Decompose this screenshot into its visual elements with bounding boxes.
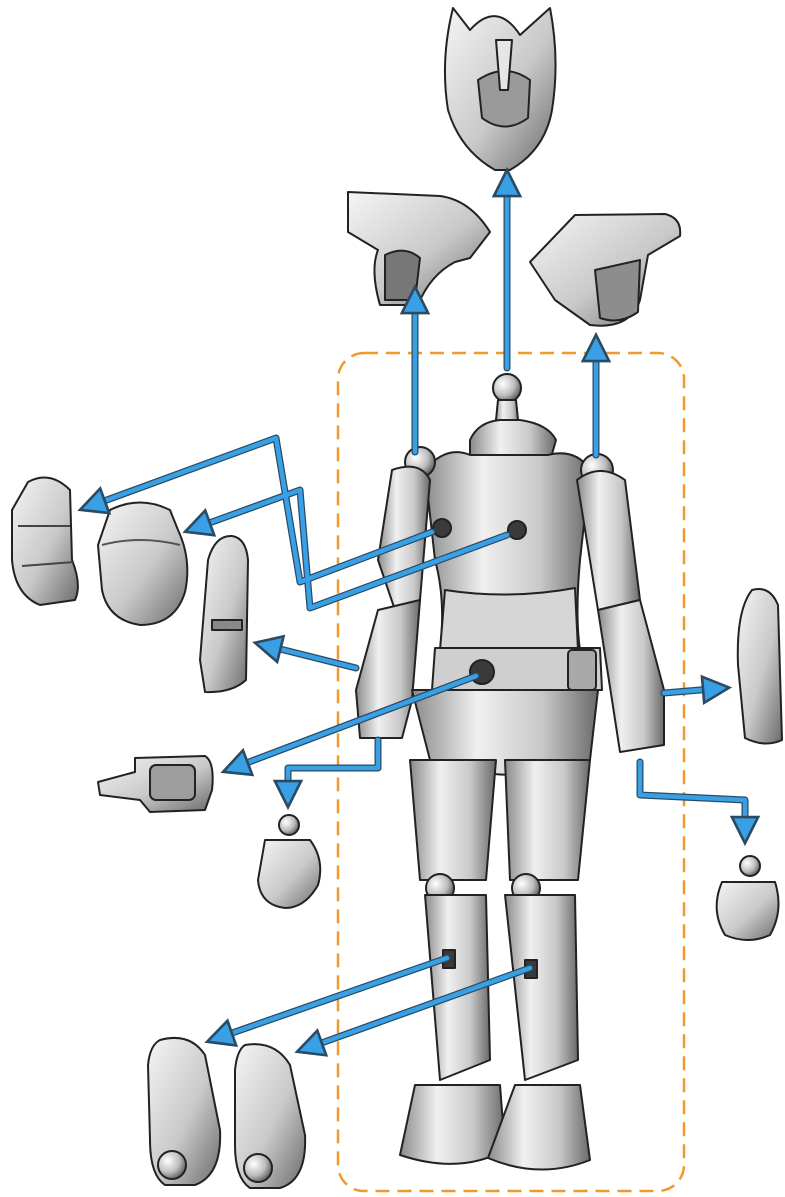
arrow-shin-a [212,958,447,1040]
shin-guard-b[interactable] [235,1044,305,1188]
belt-buckle[interactable] [98,756,213,812]
arrow-forearm-left [260,644,356,668]
upper-arm-armor-b[interactable] [98,503,187,626]
forearm-guard-left[interactable] [200,536,248,692]
arrow-shin-b [302,968,530,1050]
left-shoulder-pad[interactable] [348,192,490,305]
right-hand[interactable] [717,856,779,940]
forearm-guard-right[interactable] [738,589,782,744]
right-shoulder-pad[interactable] [530,214,680,326]
shin-guard-a[interactable] [148,1038,220,1185]
upper-arm-armor-a[interactable] [12,478,78,606]
left-hand[interactable] [258,815,320,908]
base-body[interactable] [356,374,664,1170]
helmet[interactable] [445,8,556,170]
head-peg [493,374,521,402]
